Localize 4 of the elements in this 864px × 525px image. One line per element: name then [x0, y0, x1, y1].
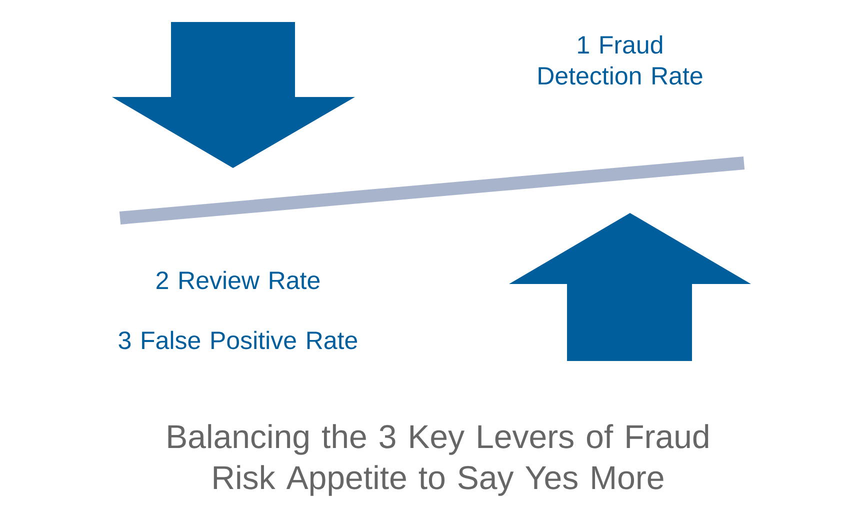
lever-label: 3 False Positive Rate	[118, 330, 358, 350]
caption: Balancing the 3 Key Levers of Fraud Risk Appetite to Say Yes More	[168, 424, 708, 496]
lever-label: 1 Fraud Detection Rate	[538, 35, 702, 85]
lever-label: 2 Review Rate	[156, 270, 320, 290]
